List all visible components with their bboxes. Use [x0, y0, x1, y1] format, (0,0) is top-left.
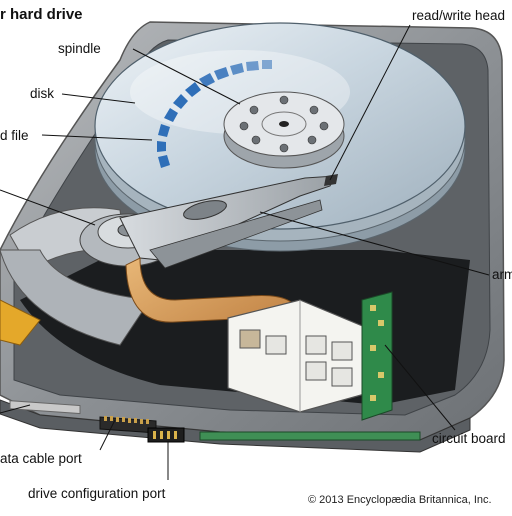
- leader-read-write-head: [329, 24, 411, 181]
- circuit-components: [370, 305, 384, 401]
- sata-edge-connector: [9, 400, 81, 415]
- label-drive-configuration-port: drive configuration port: [28, 486, 166, 501]
- label-circuit-board: circuit board: [432, 431, 506, 446]
- leader-sata: [0, 404, 31, 414]
- spindle-center-hole: [279, 121, 289, 127]
- read-write-head: [324, 174, 338, 186]
- arm-cutout: [183, 200, 227, 220]
- label-spindle: spindle: [58, 41, 101, 56]
- leader-spindle: [132, 48, 241, 105]
- leader-arm: [259, 211, 490, 276]
- flex-strip-left: [0, 299, 41, 346]
- leader-file: [41, 134, 153, 141]
- circuit-board-edge: [199, 431, 421, 441]
- diagram-title: r hard drive: [0, 6, 83, 23]
- leader-data-cable-port: [99, 419, 116, 451]
- spindle-screws: [239, 95, 329, 153]
- label-file: d file: [0, 128, 29, 143]
- power-connector: [227, 299, 373, 413]
- drive-configuration-port: [147, 427, 185, 443]
- label-arm: arm: [492, 267, 512, 282]
- label-data-cable-port: ata cable port: [0, 451, 82, 466]
- leader-circuit-board: [384, 344, 456, 431]
- arm: [119, 175, 336, 261]
- file-track: [157, 60, 272, 168]
- circuit-board: [361, 291, 393, 421]
- copyright-credit: © 2013 Encyclopædia Britannica, Inc.: [308, 494, 492, 506]
- label-disk: disk: [30, 86, 55, 101]
- spindle-center-ring: [261, 111, 307, 137]
- leader-actuator: [0, 189, 96, 226]
- leader-disk: [61, 93, 136, 104]
- actuator-housing: [0, 249, 151, 346]
- label-read-write-head: read/write head: [412, 8, 506, 23]
